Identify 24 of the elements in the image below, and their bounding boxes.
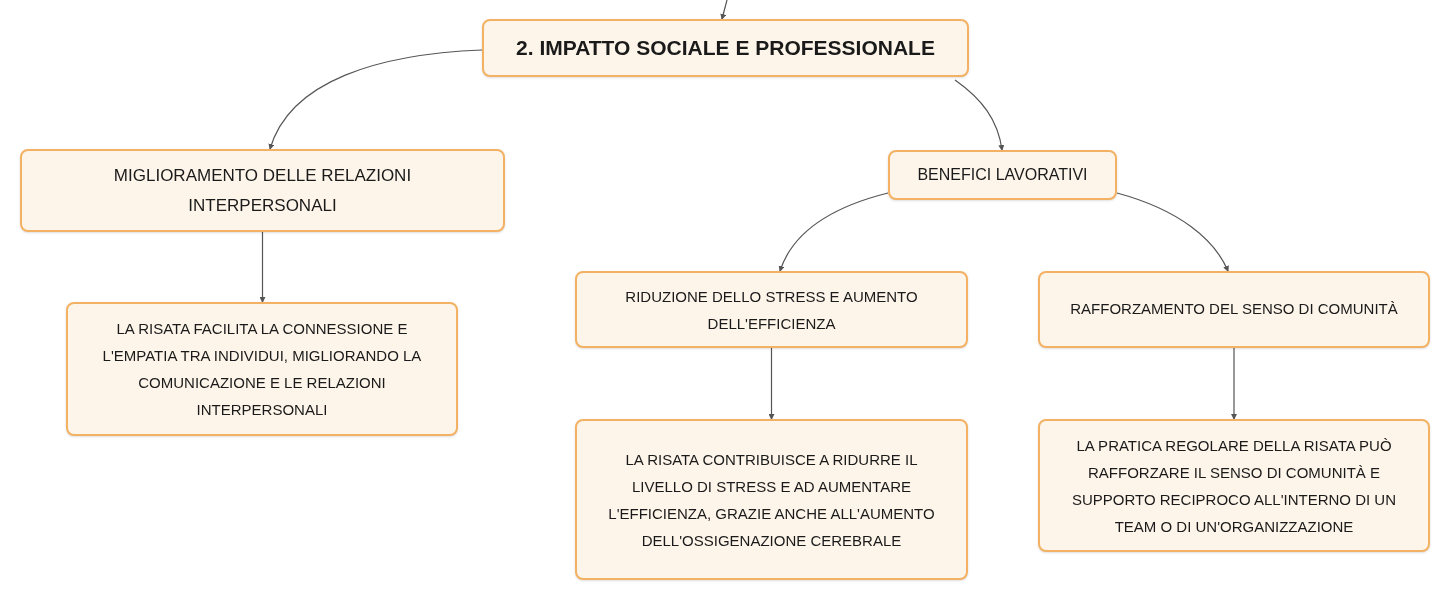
topic-box	[1038, 419, 1430, 552]
topic-text: LA PRATICA REGOLARE DELLA RISATA PUÒ RAFFORZARE IL SENSO DI COMUNITÀ E SUPPORTO RECIPROCO ALL'INTERNO DI UN TEAM O DI UN'ORGANIZZAZIONE	[1070, 435, 1397, 537]
topic-box	[888, 150, 1117, 200]
topic-box	[575, 271, 968, 348]
connector-arrow	[720, 0, 728, 20]
topic-box	[1038, 271, 1430, 348]
connector-arrow	[269, 49, 483, 150]
topic-text: BENEFICI LAVORATIVI	[917, 165, 1088, 185]
topic-text: MIGLIORAMENTO DELLE RELAZIONI INTERPERSONALI	[112, 164, 413, 217]
connector-arrow	[954, 79, 1005, 151]
topic-text: LA RISATA FACILITA LA CONNESSIONE E L'EMPATIA TRA INDIVIDUI, MIGLIORANDO LA COMUNICAZIONE E LE RELAZIONI INTERPERSONALI	[101, 319, 423, 420]
topic-box	[482, 19, 969, 77]
connector-arrow	[778, 192, 889, 272]
topic-text: RAFFORZAMENTO DEL SENSO DI COMUNITÀ	[1070, 299, 1398, 320]
connector-arrow	[768, 347, 775, 420]
connector-arrow	[1231, 347, 1237, 420]
connector-arrow	[259, 231, 266, 303]
topic-box	[66, 302, 458, 436]
topic-box	[20, 149, 505, 232]
topic-text: RIDUZIONE DELLO STRESS E AUMENTO DELL'EFFICIENZA	[624, 286, 919, 334]
topic-text: 2. IMPATTO SOCIALE E PROFESSIONALE	[516, 35, 935, 62]
topic-box	[575, 419, 968, 580]
connector-arrow	[1116, 192, 1229, 272]
topic-text: LA RISATA CONTRIBUISCE A RIDURRE IL LIVELLO DI STRESS E AD AUMENTARE L'EFFICIENZA, GRAZIE ANCHE ALL'AUMENTO DELL'OSSIGENAZIONE CEREBRALE	[607, 449, 936, 551]
